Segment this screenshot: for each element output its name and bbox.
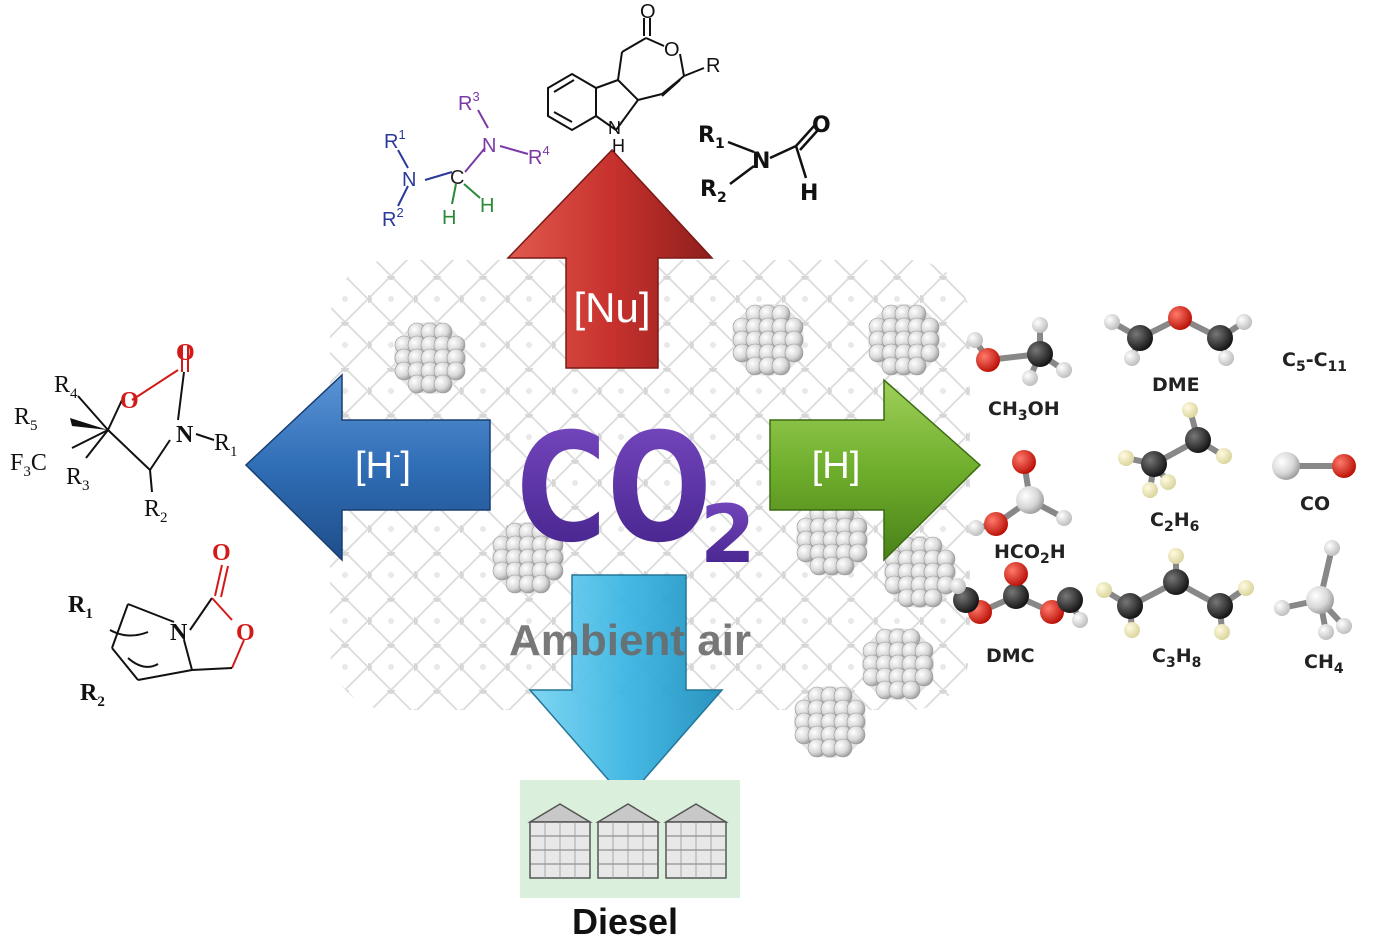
svg-text:N: N [752,149,770,174]
hydrogenation-arrow: [H] [769,378,982,562]
dme-molecule [1104,306,1252,366]
aminal-structure: N C N R1 R2 R3 R4 H H [382,89,550,231]
svg-text:H: H [480,195,494,217]
hydrogenation-label: [H] [812,445,861,487]
co2-title: CO 2 [516,402,756,581]
formic-acid-molecule [968,450,1072,536]
svg-text:O: O [236,620,255,646]
product-formic-acid: HCO2H [994,541,1066,567]
svg-text:R1: R1 [68,592,93,622]
svg-text:N: N [402,169,416,191]
co2-formula-subscript: 2 [700,488,756,581]
fullerene-cluster [868,304,940,376]
pyranoindolone-structure [547,18,705,132]
hydride-arrow: [H-] [244,373,491,562]
svg-text:R2: R2 [700,177,727,206]
ball-and-stick-molecules [950,306,1356,640]
product-methane: CH4 [1304,651,1344,677]
svg-text:O: O [812,113,831,138]
methanol-molecule [967,317,1072,386]
svg-text:R1: R1 [698,123,725,152]
svg-text:R1: R1 [384,127,406,153]
indole-h: H [612,136,625,156]
fullerene-cluster [796,504,868,576]
product-propane: C3H8 [1152,645,1201,671]
diesel-tanks [520,780,740,898]
ambient-air-label: Ambient air [509,616,751,665]
product-c5-c11: C5-C11 [1282,349,1347,375]
svg-text:H: H [442,207,456,229]
svg-text:O: O [176,340,195,366]
svg-text:O: O [212,540,231,566]
pyranone-r: R [706,55,720,77]
pyranone-ring-o: O [664,39,680,61]
product-dme: DME [1152,374,1200,396]
co-molecule [1272,452,1356,480]
fullerene-cluster [394,322,466,394]
diesel-label: Diesel [572,901,678,942]
svg-text:N: N [482,135,496,157]
nucleophile-arrow: [Nu] [506,148,714,369]
formamide-structure: R1 R2 N O H [698,113,831,206]
svg-text:N: N [170,620,188,646]
oxazolidinone-structure-1: R4 R5 F3C R3 R1 R2 O O N [10,340,238,526]
fullerene-cluster [862,628,934,700]
product-dmc: DMC [986,645,1035,667]
propane-molecule [1096,548,1254,640]
product-co: CO [1300,493,1330,515]
ethane-molecule [1118,402,1232,498]
fullerene-clusters [394,304,956,758]
svg-text:R1: R1 [214,430,238,460]
svg-text:R5: R5 [14,404,38,434]
co2-formula-main: CO [516,402,712,576]
fullerene-cluster [884,536,956,608]
storage-tank-icon [663,803,729,879]
svg-text:C: C [450,167,464,189]
storage-tank-icon [527,803,593,879]
hydride-label: [H-] [355,442,411,487]
svg-text:H: H [800,181,818,206]
mof-framework-background [330,260,970,710]
capture-arrow [528,574,724,802]
svg-text:R4: R4 [528,143,550,169]
svg-text:N: N [176,422,194,448]
svg-text:O: O [120,388,139,414]
svg-text:F3C: F3C [10,450,47,480]
storage-tank-icon [595,803,661,879]
pyranone-carbonyl-o: O [640,1,656,23]
hydrogenation-products: CH3OH DME C5-C11 HCO2H C2H6 CO DMC C3H8 … [986,349,1347,677]
indole-n: N [608,118,621,138]
fullerene-cluster [794,686,866,758]
nucleophile-label: [Nu] [573,284,650,331]
svg-text:R3: R3 [66,464,90,494]
svg-text:R2: R2 [382,205,404,231]
fullerene-cluster [492,522,564,594]
product-ethane: C2H6 [1150,509,1199,535]
oxazolidinone-structure-2: R1 R2 N O O [68,540,255,710]
svg-text:R4: R4 [54,372,78,402]
svg-text:R2: R2 [144,496,168,526]
fullerene-cluster [732,304,804,376]
svg-text:R2: R2 [80,680,105,710]
svg-text:R3: R3 [458,89,480,115]
methane-molecule [1274,540,1352,640]
dmc-molecule [950,562,1088,628]
product-methanol: CH3OH [988,398,1060,424]
